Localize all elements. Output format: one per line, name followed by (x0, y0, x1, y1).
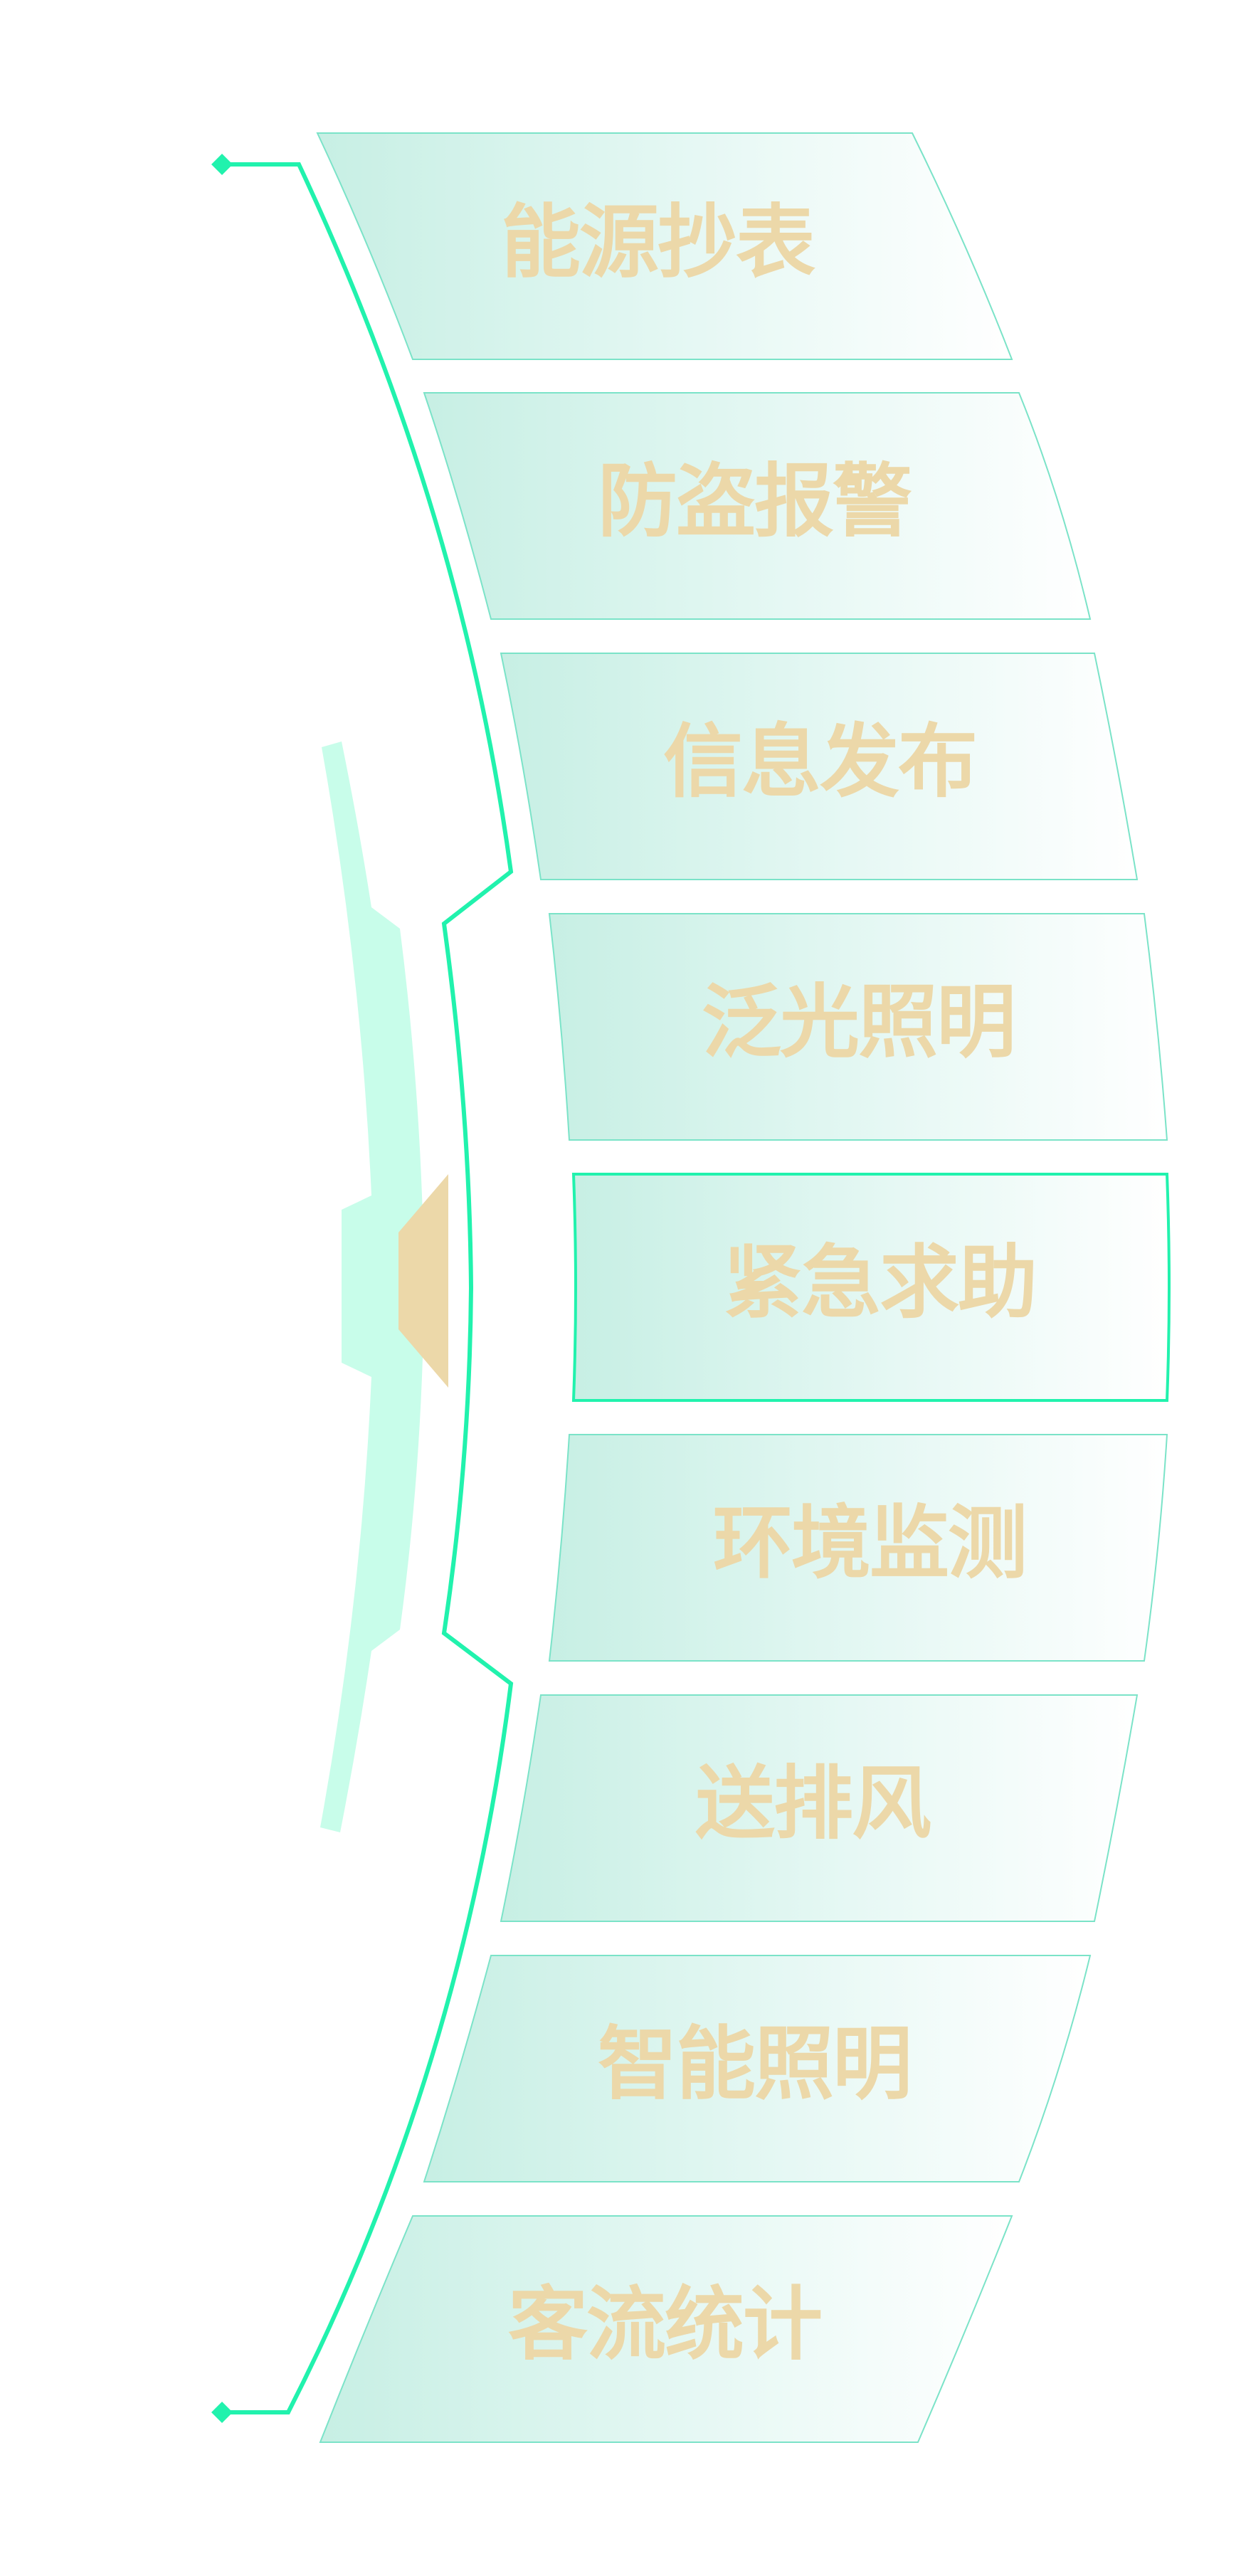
menu-item-label: 泛光照明 (702, 976, 1015, 1069)
menu-item-6[interactable]: 环境监测 (548, 1434, 1168, 1662)
menu-item-label: 防盗报警 (598, 455, 912, 548)
menu-item-3[interactable]: 信息发布 (500, 653, 1139, 880)
menu-item-panel-selected (571, 1173, 1171, 1402)
side-bar-decoration (320, 741, 424, 1832)
menu-item-5-selected[interactable]: 紧急求助 (571, 1173, 1171, 1402)
menu-item-panel (548, 1434, 1168, 1662)
menu-item-label: 能源抄表 (501, 196, 815, 289)
menu-item-label: 紧急求助 (723, 1237, 1036, 1329)
menu-item-label: 送排风 (695, 1758, 931, 1850)
menu-item-panel (423, 392, 1092, 620)
menu-item-1[interactable]: 能源抄表 (316, 132, 1013, 360)
menu-item-label: 智能照明 (598, 2018, 911, 2111)
menu-item-label: 客流统计 (508, 2279, 821, 2371)
menu-item-panel (500, 653, 1139, 880)
menu-item-panel (500, 1694, 1139, 1922)
menu-item-panel (316, 132, 1013, 360)
bottom-endpoint-diamond-icon (211, 2402, 233, 2423)
menu-item-2[interactable]: 防盗报警 (423, 392, 1092, 620)
menu-item-panel (319, 2215, 1013, 2443)
menu-item-9[interactable]: 客流统计 (319, 2215, 1013, 2443)
accent-arc-line (222, 162, 514, 2414)
menu-item-panel (423, 1955, 1092, 2182)
menu-item-label: 信息发布 (663, 716, 976, 808)
menu-item-panel (548, 913, 1168, 1141)
menu-item-7[interactable]: 送排风 (500, 1694, 1139, 1922)
selection-pointer (398, 1174, 448, 1388)
menu-item-4[interactable]: 泛光照明 (548, 913, 1168, 1141)
menu-item-8[interactable]: 智能照明 (423, 1955, 1092, 2182)
menu-item-label: 环境监测 (713, 1497, 1026, 1590)
top-endpoint-diamond-icon (211, 154, 233, 175)
